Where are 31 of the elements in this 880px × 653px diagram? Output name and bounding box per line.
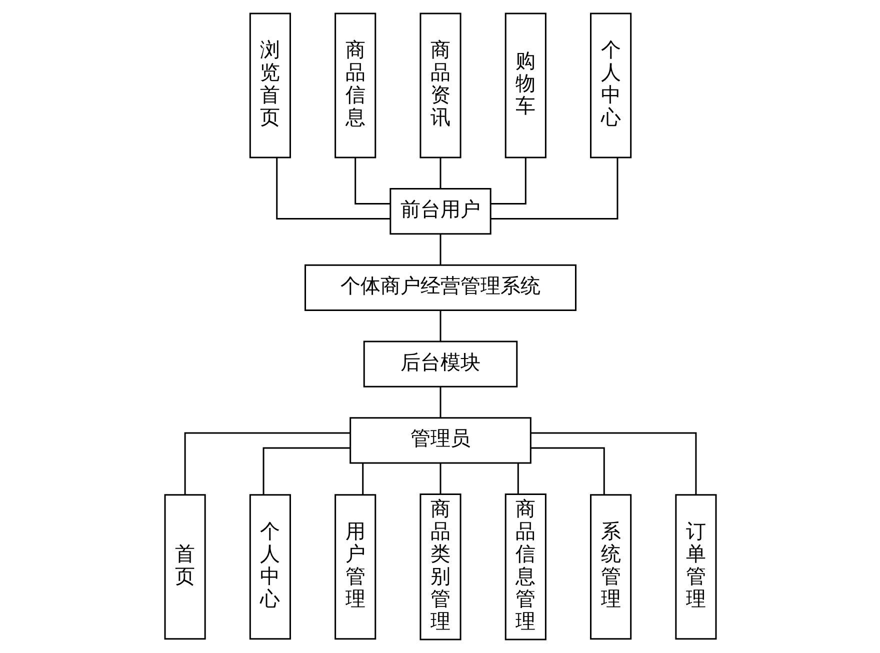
connector (439, 463, 441, 494)
connector (516, 463, 518, 494)
connector (354, 158, 390, 205)
node-box: 首页 (164, 494, 206, 640)
node-box: 后台模块 (362, 340, 518, 388)
connector (362, 463, 364, 495)
node-box: 商品信息管理 (504, 494, 546, 640)
node-box: 个人中心 (590, 12, 632, 158)
node-box: 订单管理 (674, 494, 716, 640)
node-box: 商品类别管理 (419, 494, 461, 640)
connector (490, 158, 526, 205)
node-box: 系统管理 (590, 494, 632, 640)
connector (262, 447, 350, 495)
connector (490, 158, 618, 220)
node-box: 个人中心 (248, 494, 290, 640)
node-box: 商品信息 (334, 12, 376, 158)
node-box: 管理员 (349, 417, 531, 464)
node-box: 购物车 (504, 12, 546, 158)
connector (530, 432, 696, 495)
node-box: 个体商户经营管理系统 (304, 264, 576, 311)
connector (439, 158, 441, 189)
connector (530, 447, 604, 495)
connector (276, 158, 390, 220)
node-box: 前台用户 (389, 188, 491, 235)
connector (439, 386, 441, 418)
connector (184, 432, 350, 495)
node-box: 浏览首页 (248, 12, 290, 158)
node-box: 用户管理 (334, 494, 376, 640)
node-box: 商品资讯 (419, 12, 461, 158)
connector (439, 310, 441, 342)
connector (439, 234, 441, 265)
